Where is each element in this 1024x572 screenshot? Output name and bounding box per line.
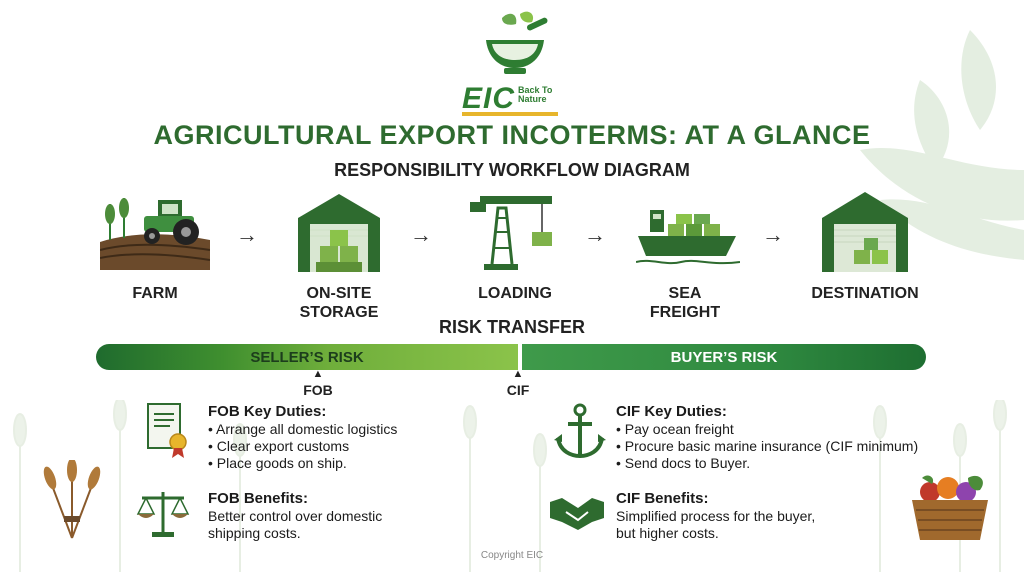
- step-label-destination: DESTINATION: [811, 285, 919, 302]
- fob-marker-label: FOB: [303, 382, 333, 398]
- fob-marker-triangle: ▲: [312, 368, 324, 380]
- list-item: Clear export customs: [208, 438, 397, 455]
- warehouse-icon: [298, 194, 380, 272]
- wheat-bundle-icon: [43, 460, 101, 539]
- fob-duties-title: FOB Key Duties:: [208, 403, 327, 420]
- flow-arrow-4: →: [762, 222, 784, 247]
- fob-benefits-title: FOB Benefits:: [208, 490, 309, 507]
- risk-transfer-title: RISK TRANSFER: [438, 317, 585, 337]
- cif-marker-label: CIF: [506, 382, 530, 398]
- seller-risk-segment: SELLER’S RISK: [96, 344, 518, 370]
- brand-logo: EIC Back To Nature: [462, 80, 572, 116]
- page-title: AGRICULTURAL EXPORT INCOTERMS: AT A GLAN…: [153, 120, 871, 150]
- cif-benefits-line1: Simplified process for the buyer,: [616, 508, 816, 524]
- copyright-text: Copyright EIC: [480, 550, 544, 561]
- produce-basket-icon: [912, 475, 988, 540]
- fob-benefits-line1: Better control over domestic: [208, 508, 383, 524]
- step-label-farm: FARM: [132, 285, 178, 302]
- buyer-risk-label: BUYER’S RISK: [670, 348, 778, 366]
- risk-transfer-bar: SELLER’S RISK BUYER’S RISK: [96, 344, 926, 370]
- buyer-risk-segment: BUYER’S RISK: [522, 344, 926, 370]
- step-label-loading: LOADING: [478, 285, 552, 302]
- list-item: Pay ocean freight: [616, 421, 918, 438]
- list-item: Send docs to Buyer.: [616, 455, 918, 472]
- cif-marker-triangle: ▲: [512, 368, 524, 380]
- list-item: Procure basic marine insurance (CIF mini…: [616, 438, 918, 455]
- seller-risk-label: SELLER’S RISK: [250, 348, 364, 366]
- balance-scale-icon: [136, 492, 190, 537]
- anchor-icon: [554, 403, 606, 459]
- destination-warehouse-icon: [822, 192, 908, 272]
- crane-icon: [470, 196, 552, 270]
- step-label-sea-freight: SEA FREIGHT: [649, 285, 721, 321]
- leaf-decoration: [860, 30, 1024, 260]
- flow-arrow-1: →: [236, 222, 258, 247]
- logo-tagline-bar: [462, 112, 558, 116]
- logo-main-text: EIC: [462, 82, 516, 115]
- diagram-subtitle: RESPONSIBILITY WORKFLOW DIAGRAM: [334, 160, 690, 180]
- handshake-icon: [550, 498, 604, 530]
- fob-benefits-line2: shipping costs.: [208, 525, 301, 541]
- logo-mortar-icon: [486, 11, 548, 74]
- list-item: Arrange all domestic logistics: [208, 421, 397, 438]
- logo-sub-text: Back To Nature: [518, 85, 553, 104]
- risk-divider: [518, 344, 522, 370]
- fob-duties-list: Arrange all domestic logistics Clear exp…: [208, 421, 397, 472]
- cif-benefits-line2: but higher costs.: [616, 525, 719, 541]
- cargo-ship-icon: [636, 210, 740, 265]
- list-item: Place goods on ship.: [208, 455, 397, 472]
- certificate-icon: [147, 403, 187, 458]
- flow-arrow-3: →: [584, 222, 606, 247]
- cif-benefits-title: CIF Benefits:: [616, 490, 709, 507]
- flow-arrow-2: →: [410, 222, 432, 247]
- step-label-storage: ON-SITE STORAGE: [299, 285, 379, 321]
- tractor-field-icon: [100, 198, 210, 270]
- cif-duties-list: Pay ocean freight Procure basic marine i…: [616, 421, 918, 472]
- cif-duties-title: CIF Key Duties:: [616, 403, 727, 420]
